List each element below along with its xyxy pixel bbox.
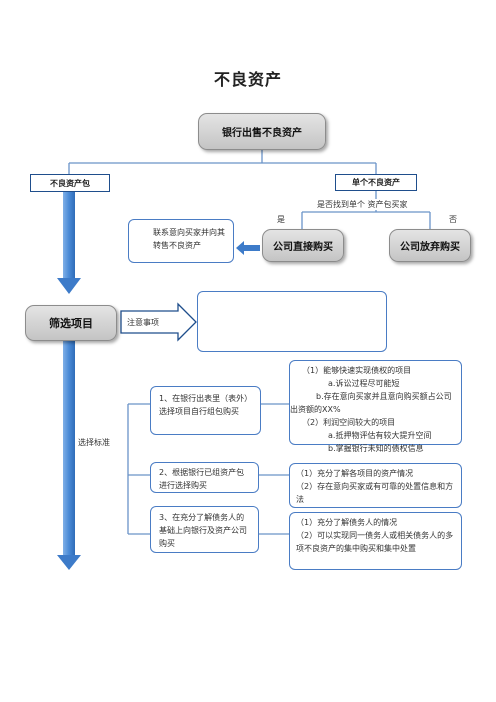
find-buyer-label: 是否找到单个 资产包买家 xyxy=(316,199,409,210)
direct-buy-node: 公司直接购买 xyxy=(262,229,344,262)
details-2-line: （1）充分了解各项目的资产情况 xyxy=(296,469,414,478)
details-1-line: a.诉讼过程尽可能短 xyxy=(328,379,400,388)
details-3-line: （2）可以实现同一债务人或相关债务人的多项不良资产的集中购买和集中处置 xyxy=(296,531,454,553)
single-asset-node: 单个不良资产 xyxy=(335,174,417,191)
details-1-line: （1）能够快速实现债权的项目 xyxy=(302,366,412,375)
give-up-node: 公司放弃购买 xyxy=(389,229,471,262)
details-1-box: （1）能够快速实现债权的项目 a.诉讼过程尽可能短 b.存在意向买家并且意向购买… xyxy=(289,360,462,453)
details-1-line: b.掌握银行未知的债权信息 xyxy=(328,444,424,453)
details-3-box: （1）充分了解债务人的情况 （2）可以实现同一债务人或相关债务人的多项不良资产的… xyxy=(289,512,462,570)
criteria-label: 选择标准 xyxy=(78,438,110,447)
details-1-line: b.存在意向买家并且意向购买额占公司出资额的XX% xyxy=(290,392,452,414)
attention-arrow xyxy=(120,302,197,342)
option-1-box: 1、在银行出表里（表外）选择项目自行组包购买 xyxy=(150,386,261,435)
option-2-box: 2、根据银行已组资产包进行选择购买 xyxy=(150,462,259,493)
flow-arrow-lower xyxy=(57,341,81,570)
details-3-line: （1）充分了解债务人的情况 xyxy=(296,518,398,527)
page-title: 不良资产 xyxy=(213,70,282,89)
details-2-box: （1）充分了解各项目的资产情况 （2）存在意向买家或有可靠的处置信息和方法 xyxy=(289,463,462,508)
details-2-line: （2）存在意向买家或有可靠的处置信息和方法 xyxy=(296,482,454,504)
attention-box xyxy=(197,291,387,352)
details-1-line: a.抵押物评估有较大提升空间 xyxy=(328,431,432,440)
left-arrow xyxy=(236,241,260,255)
yes-label: 是 xyxy=(277,215,285,224)
attention-label: 注意事项 xyxy=(127,318,159,327)
bank-sell-node: 银行出售不良资产 xyxy=(198,113,326,150)
no-label: 否 xyxy=(449,215,457,224)
flow-arrow-upper xyxy=(57,192,81,294)
option-3-box: 3、在充分了解债务人的基础上向银行及资产公司购买 xyxy=(150,506,259,553)
contact-note: 联系意向买家并向其转售不良资产 xyxy=(128,219,234,263)
package-node: 不良资产包 xyxy=(30,174,110,192)
screening-node: 筛选项目 xyxy=(25,305,117,341)
details-1-line: （2）利润空间较大的项目 xyxy=(302,418,396,427)
